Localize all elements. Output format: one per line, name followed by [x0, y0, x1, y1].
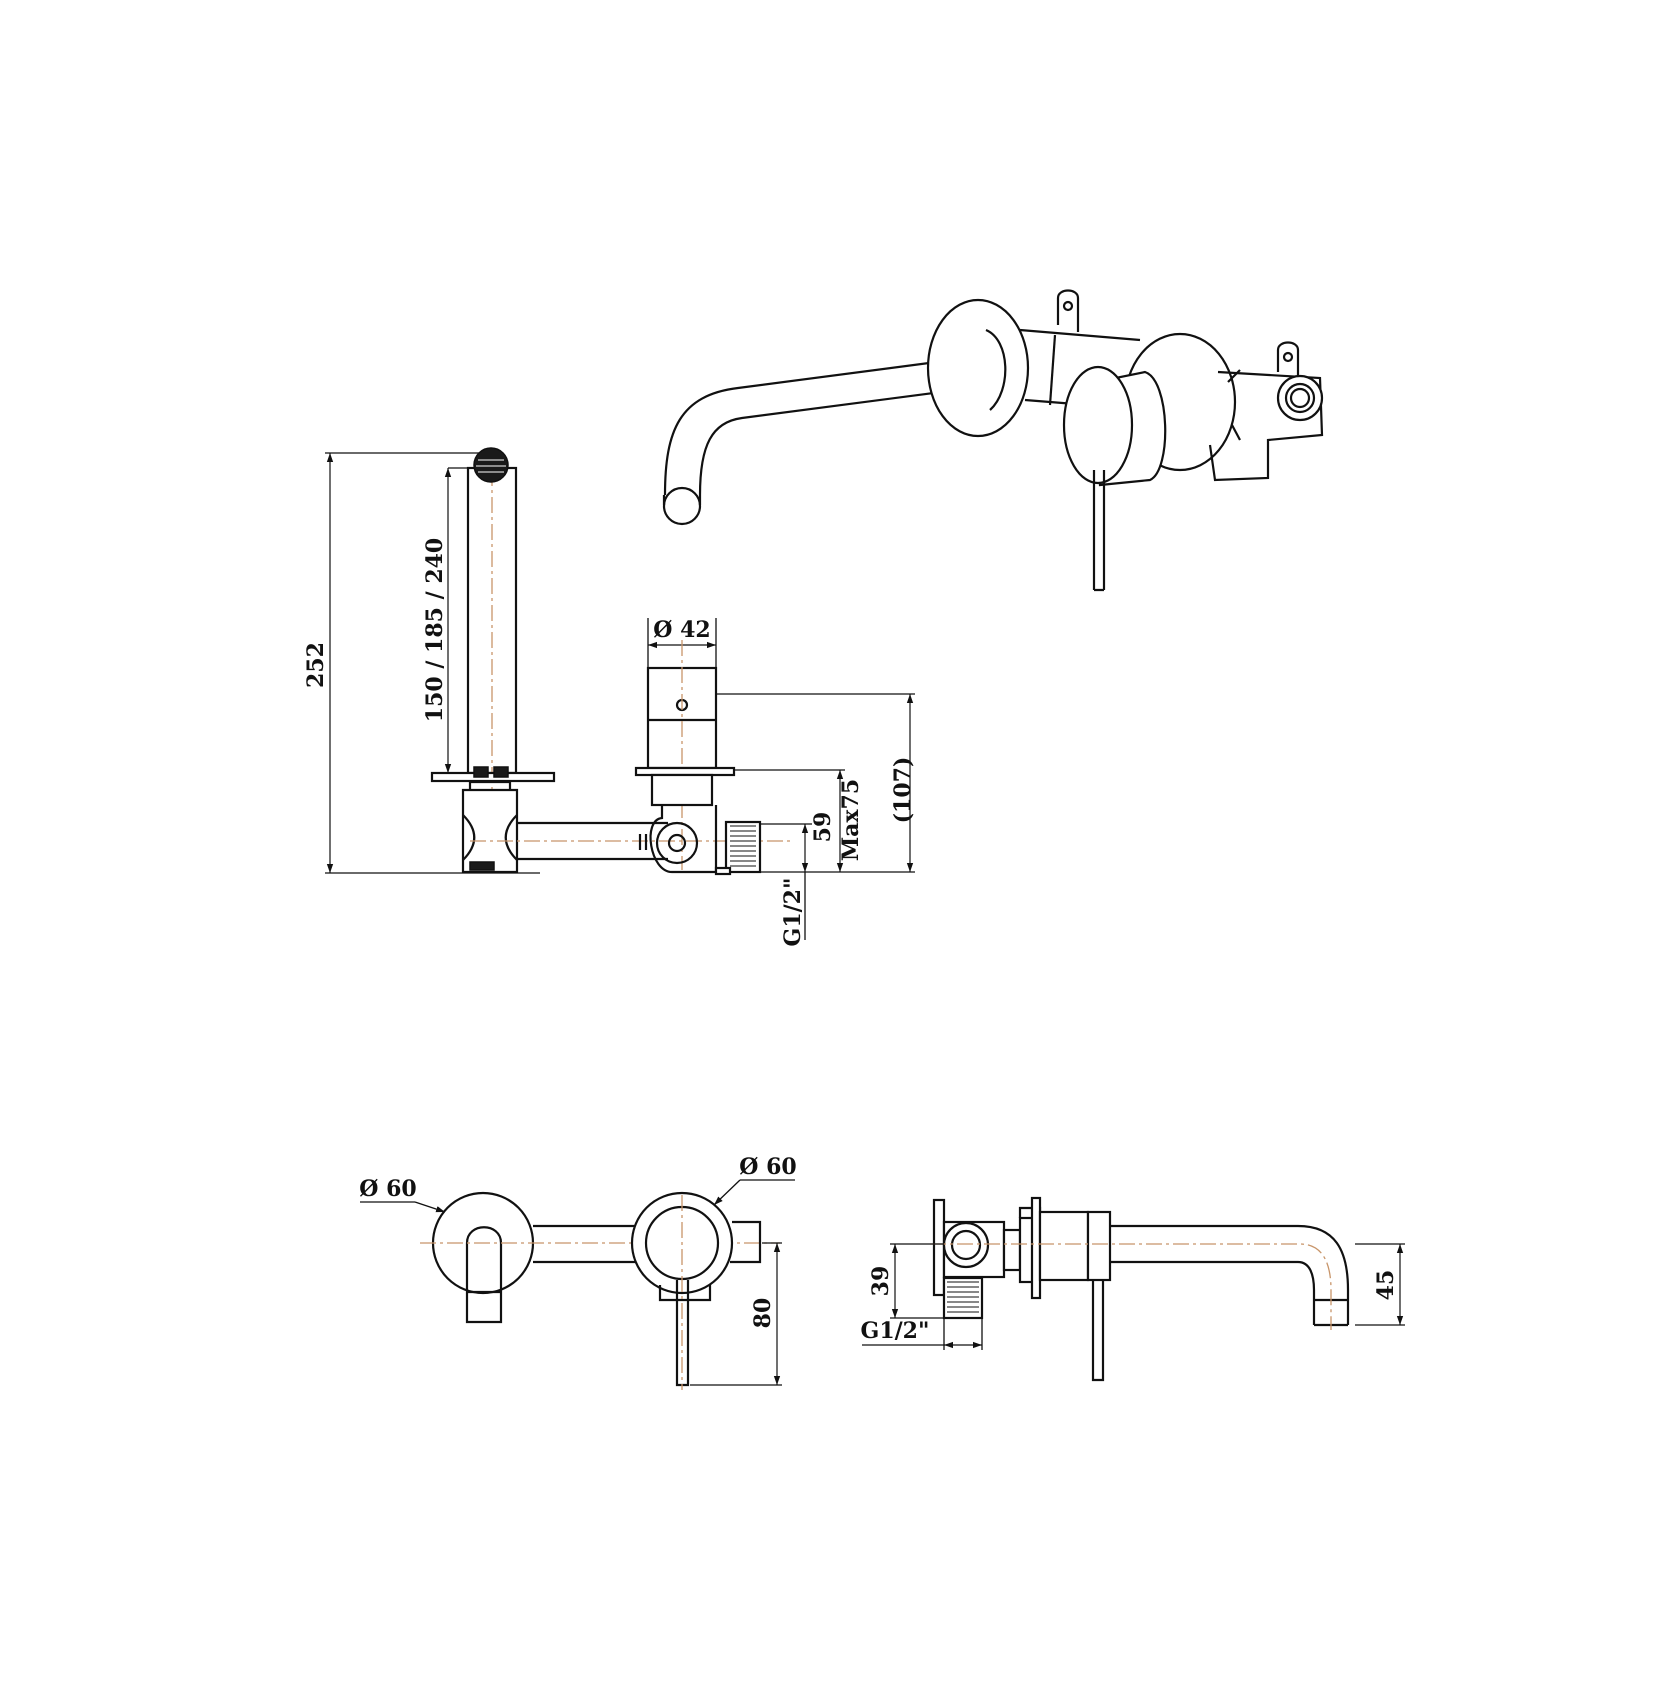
aerator-hatch	[476, 459, 506, 473]
front-section-view: 252 150 / 185 / 240 Ø 42	[303, 447, 916, 947]
side-mount-bracket	[932, 1198, 946, 1297]
iso-spout-outlet	[662, 486, 702, 526]
front-valve-ring	[655, 821, 699, 865]
front-spout-clip-left	[473, 766, 489, 778]
dim-spout-drop-label: 45	[1373, 1270, 1399, 1301]
isometric-view	[662, 289, 1324, 592]
side-spout-plate	[1030, 1196, 1042, 1300]
front-spout-body	[461, 788, 519, 874]
front-pipe-marker	[638, 834, 648, 850]
front-spout-plate	[430, 771, 556, 783]
side-inlet-core	[950, 1229, 982, 1261]
iso-spout-plate	[926, 298, 1030, 438]
iso-lug-hole-left	[1062, 300, 1074, 312]
iso-inlet-thread	[1284, 382, 1316, 414]
iso-lug-hole-right	[1282, 351, 1294, 363]
side-handle-housing	[1086, 1210, 1112, 1282]
dim-left-plate-leader	[414, 1201, 446, 1213]
elev-valve-body	[730, 1220, 762, 1264]
side-spout-bottom	[1110, 1260, 1316, 1325]
iso-spout-top	[663, 353, 991, 496]
dim-handle-diameter-label: Ø 42	[653, 617, 710, 643]
side-lever	[1091, 1280, 1105, 1382]
side-spout-top	[1110, 1224, 1350, 1325]
front-mixer-sleeve	[650, 773, 714, 807]
side-mixer-housing	[1038, 1210, 1090, 1282]
iso-spout-bottom	[698, 383, 996, 496]
side-spout-centerline	[930, 1243, 1332, 1330]
iso-inlet-inner	[1289, 387, 1311, 409]
iso-valve-block	[1208, 370, 1324, 482]
iso-body-joint	[1048, 334, 1057, 406]
iso-mixer-handle-face	[1062, 365, 1134, 485]
dim-107-label: (107)	[890, 757, 916, 824]
dim-lever-drop-label: 80	[750, 1298, 776, 1329]
elev-connecting-bar	[533, 1224, 640, 1264]
dim-right-plate-leader	[713, 1179, 741, 1206]
elev-spout-outline	[465, 1226, 503, 1324]
dim-max75-label: Max75	[838, 779, 864, 861]
front-mixer-handle	[646, 666, 718, 770]
iso-inlet-outer	[1276, 374, 1324, 422]
front-spout-clip-right	[493, 766, 509, 778]
front-inlet-thread-hatch	[730, 825, 756, 867]
front-spout-neck	[468, 780, 512, 790]
side-body-nut	[1002, 1228, 1022, 1272]
dim-left-plate-diameter-label: Ø 60	[359, 1176, 416, 1202]
dim-59-label: 59	[810, 812, 836, 843]
front-inlet-fitting	[724, 820, 762, 874]
dim-spout-length-label: 150 / 185 / 240	[422, 538, 448, 722]
elev-valve-bottom	[658, 1285, 712, 1302]
side-inlet-thread-hatch	[947, 1281, 979, 1313]
dim-inlet-offset-label: 39	[868, 1266, 894, 1297]
front-connecting-pipe	[517, 821, 668, 861]
front-elevation-view: 80 Ø 60 Ø 60	[359, 1154, 797, 1390]
iso-lever	[1092, 470, 1106, 592]
front-inlet-nut	[714, 866, 732, 876]
front-body-base	[469, 861, 495, 871]
iso-mount-lug-left	[1056, 289, 1080, 332]
front-body-waist	[462, 814, 518, 861]
dim-overall-height-label: 252	[303, 642, 329, 688]
side-inlet-thread	[942, 1276, 984, 1320]
front-valve-core	[667, 833, 687, 853]
front-valve-body	[649, 805, 718, 874]
front-spout-aerator	[473, 447, 509, 483]
dim-inlet-thread-front-label: G1/2"	[780, 878, 806, 947]
iso-mount-lug-right	[1276, 341, 1300, 378]
iso-plate-edge	[985, 328, 1007, 411]
side-elevation-view: 45 39 G1/2"	[861, 1196, 1405, 1382]
dim-right-plate-diameter-label: Ø 60	[739, 1154, 796, 1180]
dim-inlet-thread-side-label: G1/2"	[861, 1318, 930, 1344]
side-inlet-ring	[942, 1221, 990, 1269]
iso-spout-outlet-sides	[662, 495, 702, 505]
iso-valve-details	[1227, 369, 1241, 441]
